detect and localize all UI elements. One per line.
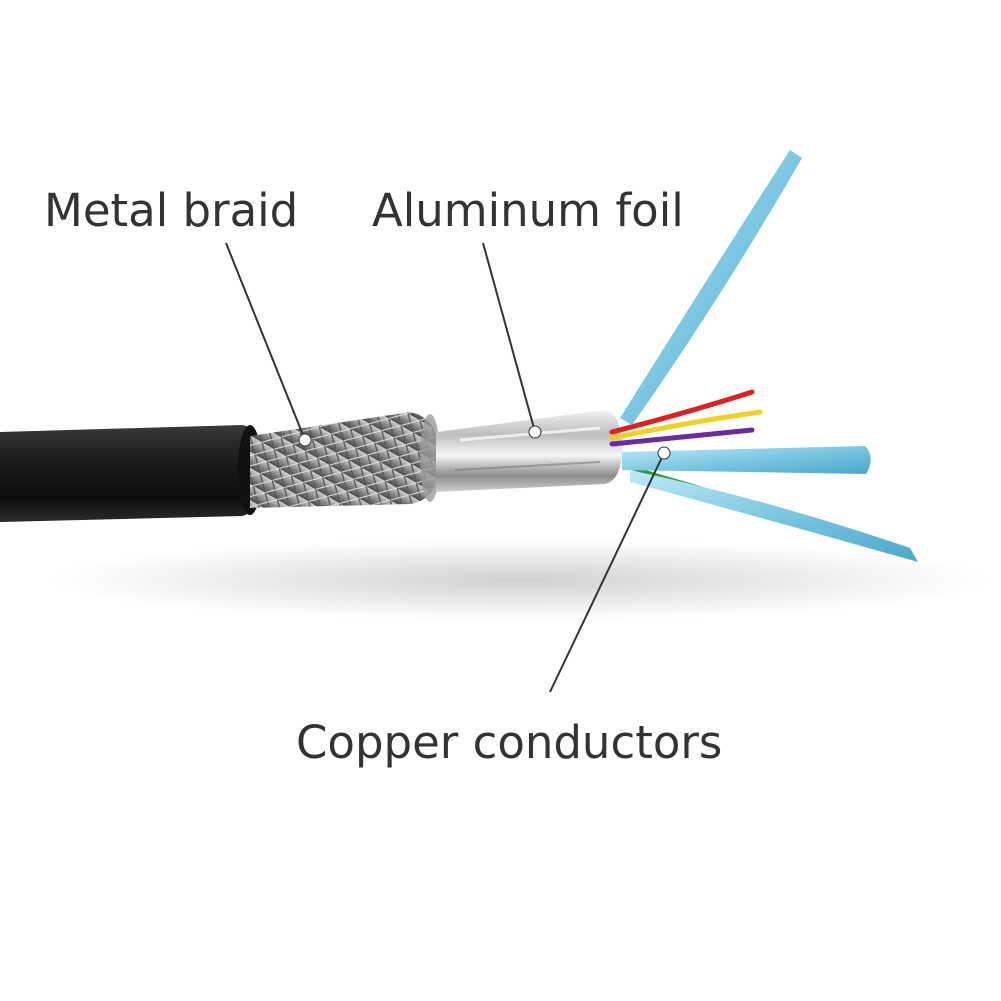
label-copper-conductors: Copper conductors	[296, 716, 723, 769]
leader-line-copper-conductors	[549, 452, 665, 693]
leader-dot-metal-braid	[298, 433, 312, 447]
wire-red	[609, 389, 755, 435]
metal-braid-layer	[250, 412, 440, 508]
cable-shadow	[50, 540, 990, 620]
leader-dot-aluminum-foil	[528, 425, 542, 439]
leader-dot-copper-conductors	[657, 446, 671, 460]
leader-line-metal-braid	[225, 242, 306, 441]
wire-purple	[609, 427, 755, 447]
label-metal-braid: Metal braid	[44, 184, 299, 237]
shield-strand-lower	[630, 470, 918, 562]
label-aluminum-foil: Aluminum foil	[372, 184, 684, 237]
braid-cut-edge	[420, 414, 440, 502]
foil-wrinkle	[454, 461, 601, 471]
shield-strand-middle	[622, 446, 871, 474]
wire-yellow	[609, 409, 763, 441]
outer-jacket	[0, 425, 262, 522]
aluminum-foil-layer	[436, 410, 622, 492]
shield-strand-upper	[620, 150, 802, 425]
leader-line-aluminum-foil	[482, 242, 536, 433]
